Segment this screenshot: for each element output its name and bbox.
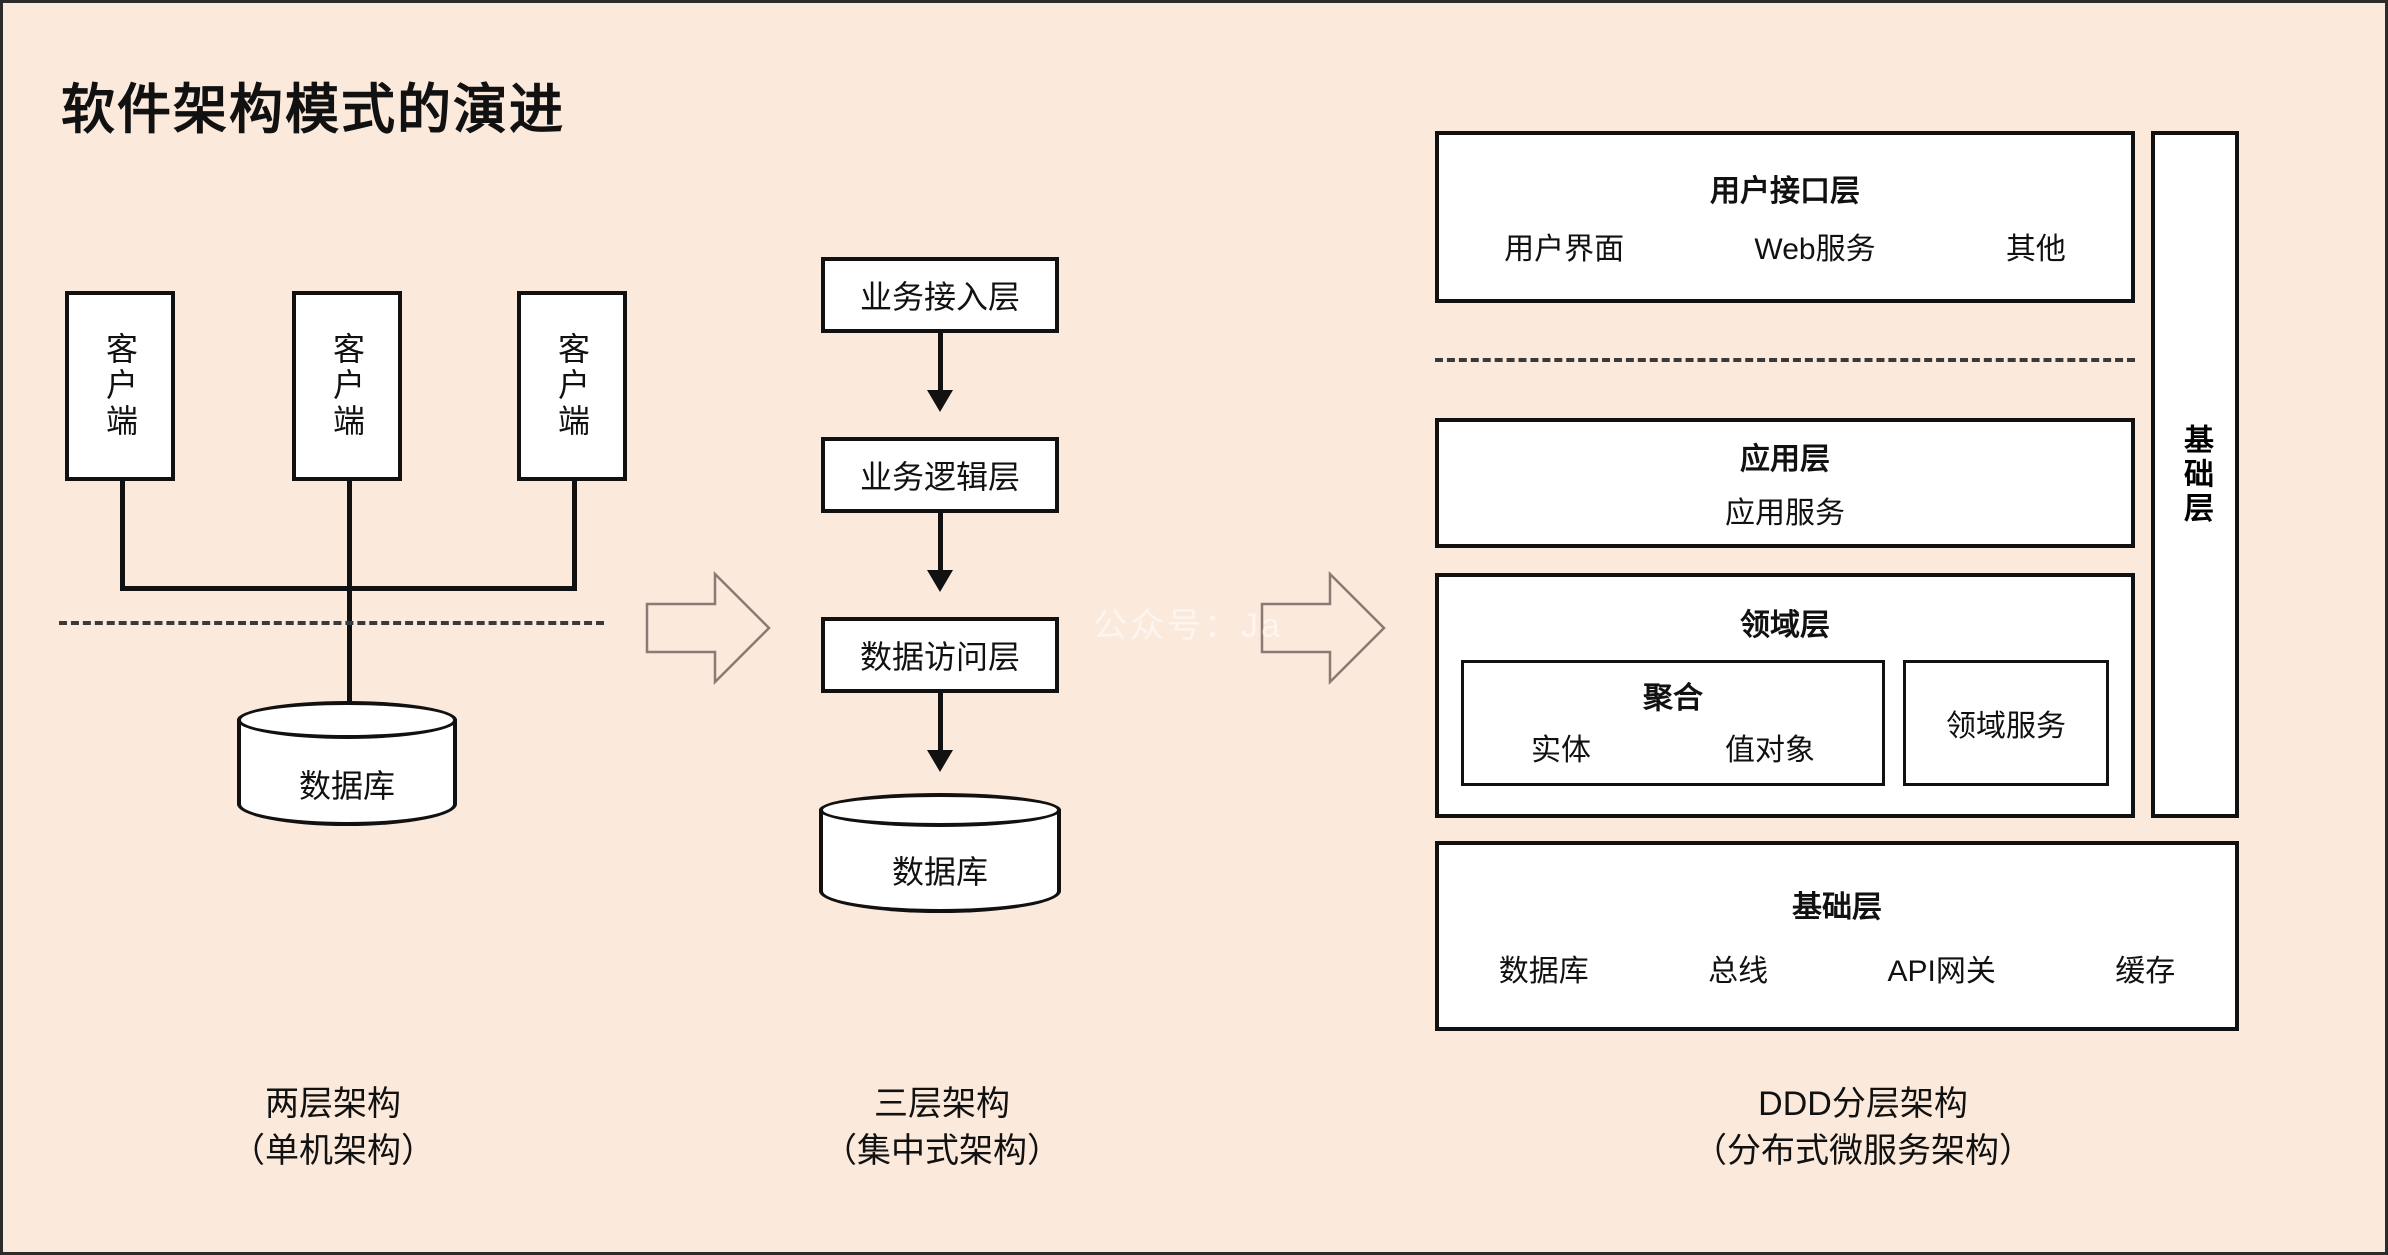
ddd-domain-layer-title: 领域层 xyxy=(1740,608,1830,642)
ddd-user-interface-layer: 用户接口层 用户界面 Web服务 其他 xyxy=(1435,131,2135,303)
ddd-application-layer: 应用层 应用服务 xyxy=(1435,418,2135,548)
three-tier-layer-1-label: 业务接入层 xyxy=(859,279,1020,315)
two-tier-database-label: 数据库 xyxy=(298,768,395,804)
three-tier-layer-1: 业务接入层 xyxy=(821,257,1059,333)
evolution-arrow-1 xyxy=(645,570,771,686)
ddd-user-interface-layer-title: 用户接口层 xyxy=(1710,175,1860,208)
three-tier-connector-1-head xyxy=(927,390,953,412)
ddd-aggregate-item-1: 实体 xyxy=(1531,733,1591,767)
client-box-3-label: 客户端 xyxy=(554,332,590,440)
three-tier-caption-line1: 三层架构 xyxy=(874,1085,1010,1123)
three-tier-layer-3-label: 数据访问层 xyxy=(859,639,1020,675)
ddd-caption-line2: （分布式微服务架构） xyxy=(1693,1131,2033,1170)
page-title: 软件架构模式的演进 xyxy=(61,80,565,140)
ddd-aggregate-box: 聚合 实体 值对象 xyxy=(1461,659,1885,786)
ddd-infrastructure-sidebar-label: 基础层 xyxy=(2179,423,2212,526)
client-3-drop-line xyxy=(572,481,577,591)
ddd-boundary-dashed-line xyxy=(1435,358,2135,362)
ddd-infra-item-1: 数据库 xyxy=(1498,955,1589,988)
ddd-domain-service-label: 领域服务 xyxy=(1946,709,2066,743)
ddd-aggregate-item-2: 值对象 xyxy=(1725,733,1815,767)
three-tier-layer-3: 数据访问层 xyxy=(821,617,1059,693)
client-box-2-label: 客户端 xyxy=(329,332,365,440)
ddd-aggregate-items: 实体 值对象 xyxy=(1464,725,1882,769)
ddd-caption-line1: DDD分层架构 xyxy=(1758,1085,1968,1123)
three-tier-caption: 三层架构 （集中式架构） xyxy=(703,1081,1181,1175)
ddd-infra-item-4: 缓存 xyxy=(2115,955,2176,988)
client-1-drop-line xyxy=(120,481,125,591)
ddd-domain-service-box: 领域服务 xyxy=(1903,659,2109,786)
evolution-arrow-2 xyxy=(1260,570,1386,686)
three-tier-database-top xyxy=(819,793,1061,827)
three-tier-caption-line2: （集中式架构） xyxy=(823,1131,1061,1170)
three-tier-connector-2-shaft xyxy=(938,513,943,573)
ddd-domain-layer: 领域层 聚合 实体 值对象 领域服务 xyxy=(1435,573,2135,818)
ddd-application-layer-items: 应用服务 xyxy=(1439,488,2131,532)
ddd-user-interface-layer-items: 用户界面 Web服务 其他 xyxy=(1439,224,2131,268)
three-tier-layer-2: 业务逻辑层 xyxy=(821,437,1059,513)
client-box-1: 客户端 xyxy=(65,291,175,481)
client-box-2: 客户端 xyxy=(292,291,402,481)
two-tier-database: 数据库 xyxy=(237,701,457,826)
ddd-infrastructure-layer-title: 基础层 xyxy=(1792,891,1882,924)
ddd-application-layer-title: 应用层 xyxy=(1740,443,1830,476)
three-tier-connector-3-head xyxy=(927,750,953,772)
watermark-text: 公众号：Ja xyxy=(1093,607,1283,645)
ddd-aggregate-title: 聚合 xyxy=(1643,681,1703,715)
ddd-ui-item-2: Web服务 xyxy=(1754,233,1876,266)
client-box-3: 客户端 xyxy=(517,291,627,481)
ddd-infrastructure-layer-items: 数据库 总线 API网关 缓存 xyxy=(1439,946,2235,990)
three-tier-connector-3-shaft xyxy=(938,693,943,753)
ddd-infra-item-3: API网关 xyxy=(1887,955,1996,988)
ddd-application-item-1: 应用服务 xyxy=(1725,497,1845,530)
ddd-infra-item-2: 总线 xyxy=(1708,955,1769,988)
two-tier-boundary-dashed-line xyxy=(59,621,604,625)
two-tier-caption: 两层架构 （单机架构） xyxy=(3,1081,663,1175)
ddd-caption: DDD分层架构 （分布式微服务架构） xyxy=(1563,1081,2163,1175)
ddd-infrastructure-layer: 基础层 数据库 总线 API网关 缓存 xyxy=(1435,841,2239,1031)
ddd-ui-item-3: 其他 xyxy=(2005,233,2066,266)
three-tier-database-label: 数据库 xyxy=(891,854,988,890)
two-tier-caption-line1: 两层架构 xyxy=(265,1085,401,1123)
three-tier-connector-2-head xyxy=(927,570,953,592)
three-tier-connector-1-shaft xyxy=(938,333,943,393)
database-trunk-line xyxy=(347,586,352,706)
three-tier-database: 数据库 xyxy=(819,793,1061,913)
two-tier-caption-line2: （单机架构） xyxy=(231,1131,435,1170)
client-2-drop-line xyxy=(347,481,352,591)
ddd-infrastructure-sidebar: 基础层 xyxy=(2151,131,2239,818)
database-cylinder-top xyxy=(237,701,457,739)
ddd-ui-item-1: 用户界面 xyxy=(1504,233,1625,266)
client-box-1-label: 客户端 xyxy=(102,332,138,440)
three-tier-layer-2-label: 业务逻辑层 xyxy=(859,459,1020,495)
